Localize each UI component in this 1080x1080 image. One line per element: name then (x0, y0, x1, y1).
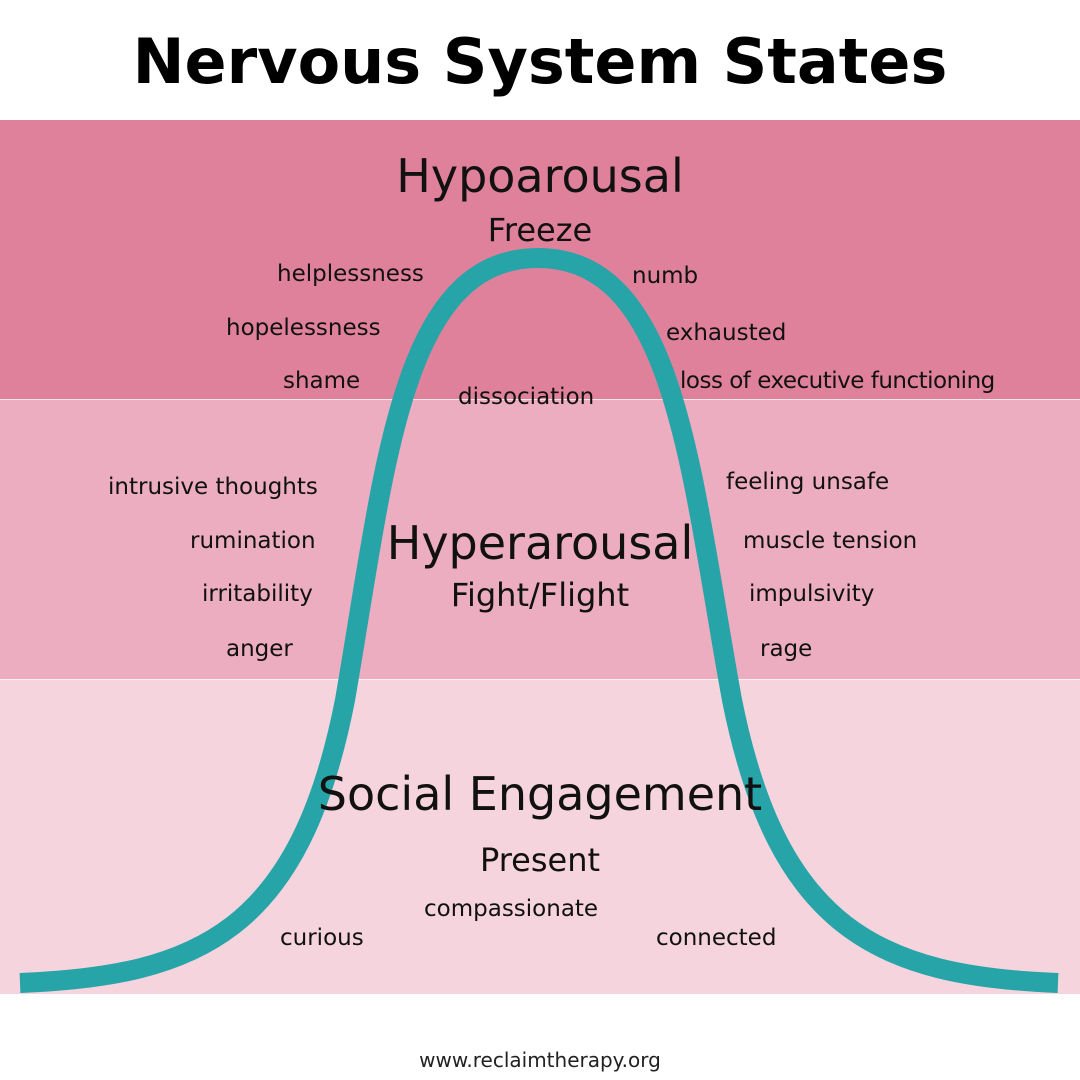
hypo-word-loss-of-executive-functioning: loss of executive functioning (680, 368, 995, 394)
hypo-word-helplessness: helplessness (277, 261, 424, 287)
social-engagement-subtitle: Present (479, 841, 601, 879)
social-engagement-band (0, 679, 1080, 994)
hyper-word-impulsivity: impulsivity (749, 581, 875, 607)
hyper-word-muscle-tension: muscle tension (743, 528, 918, 554)
band-divider-lower (0, 679, 1080, 680)
hyper-word-rage: rage (760, 636, 813, 662)
hypo-word-dissociation: dissociation (458, 384, 595, 410)
hyper-word-irritability: irritability (202, 581, 313, 607)
hyperarousal-subtitle: Fight/Flight (450, 576, 630, 614)
bell-curve (19, 248, 1059, 993)
hypoarousal-subtitle: Freeze (487, 211, 593, 249)
hyperarousal-band (0, 399, 1080, 679)
hyper-word-anger: anger (226, 636, 293, 662)
hypo-word-shame: shame (283, 368, 361, 394)
social-word-connected: connected (656, 925, 777, 951)
social-word-curious: curious (280, 925, 364, 951)
hyper-word-intrusive-thoughts: intrusive thoughts (108, 474, 318, 500)
hypo-word-numb: numb (632, 263, 699, 289)
page-title: Nervous System States (132, 25, 948, 98)
social-engagement-title: Social Engagement (317, 767, 763, 821)
hypoarousal-title: Hypoarousal (396, 149, 684, 203)
hypo-word-exhausted: exhausted (666, 320, 787, 346)
hyper-word-rumination: rumination (190, 528, 316, 554)
social-word-compassionate: compassionate (424, 896, 599, 922)
hyper-word-feeling-unsafe: feeling unsafe (726, 469, 890, 495)
band-divider-upper (0, 399, 1080, 400)
hyperarousal-title: Hyperarousal (386, 516, 694, 570)
hypo-word-hopelessness: hopelessness (226, 315, 381, 341)
footer-website[interactable]: www.reclaimtherapy.org (419, 1048, 661, 1072)
